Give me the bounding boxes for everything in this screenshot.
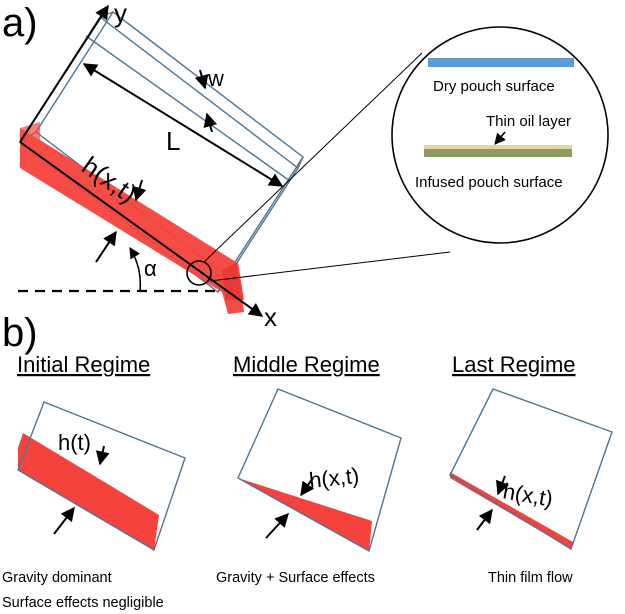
y-axis-label: y	[114, 0, 127, 28]
y-axis	[19, 4, 109, 143]
initial-regime-liquid	[18, 433, 159, 550]
middle-regime-title: Middle Regime	[233, 352, 380, 377]
oil-layer-bar	[424, 145, 572, 149]
liquid-layer	[20, 122, 244, 314]
dry-surface-label: Dry pouch surface	[433, 78, 555, 95]
x-axis-label: x	[264, 302, 277, 332]
middle-height-arrow-top	[300, 477, 314, 497]
last-height-arrow-bottom	[476, 508, 493, 531]
last-regime-title: Last Regime	[452, 352, 576, 377]
height-arrow-top-a	[132, 179, 147, 202]
height-arrow-bottom-a	[95, 230, 117, 263]
length-label: L	[166, 126, 180, 156]
oil-layer-arrow	[494, 131, 506, 145]
last-height-arrow-top	[496, 475, 510, 496]
initial-height-arrow-top	[95, 445, 110, 466]
last-regime-box	[449, 388, 613, 551]
middle-height-arrow-bottom	[265, 512, 289, 539]
zoom-line-top	[203, 52, 423, 263]
angle-arc	[129, 247, 142, 292]
dry-surface-bar	[428, 58, 574, 67]
middle-regime-height-label: h(x,t)	[308, 463, 360, 493]
width-label: w	[207, 66, 224, 91]
initial-regime-caption-1: Gravity dominant	[2, 570, 112, 586]
width-arrow-top	[194, 69, 209, 90]
infused-surface-bar	[424, 149, 572, 157]
zoom-line-bottom	[209, 251, 451, 282]
panel-a-label: a)	[2, 1, 38, 45]
x-axis	[19, 141, 264, 317]
last-regime-caption: Thin film flow	[488, 570, 573, 586]
initial-regime-caption-2: Surface effects negligible	[2, 595, 164, 611]
initial-regime-box	[17, 401, 186, 552]
middle-regime-box	[237, 388, 402, 553]
middle-regime-caption: Gravity + Surface effects	[216, 570, 375, 586]
last-regime-liquid	[450, 472, 573, 549]
initial-regime-title: Initial Regime	[17, 352, 150, 377]
length-dimension-arrow	[82, 63, 284, 187]
panel-b-label: b)	[2, 311, 38, 355]
zoom-marker	[186, 260, 212, 286]
initial-height-arrow-bottom	[53, 506, 75, 535]
initial-regime: Initial Regime h(t) Gravity dominant Sur…	[2, 352, 186, 611]
infused-surface-label: Infused pouch surface	[415, 174, 563, 191]
middle-regime: Middle Regime h(x,t) Gravity + Surface e…	[216, 352, 402, 586]
magnified-inset: Dry pouch surface Thin oil layer Infused…	[391, 26, 609, 244]
initial-regime-height-label: h(t)	[58, 430, 91, 455]
last-regime: Last Regime h(x,t) Thin film flow	[449, 352, 613, 586]
oil-layer-label: Thin oil layer	[486, 113, 571, 130]
width-arrow-bottom	[203, 112, 218, 133]
angle-label: α	[144, 256, 157, 281]
